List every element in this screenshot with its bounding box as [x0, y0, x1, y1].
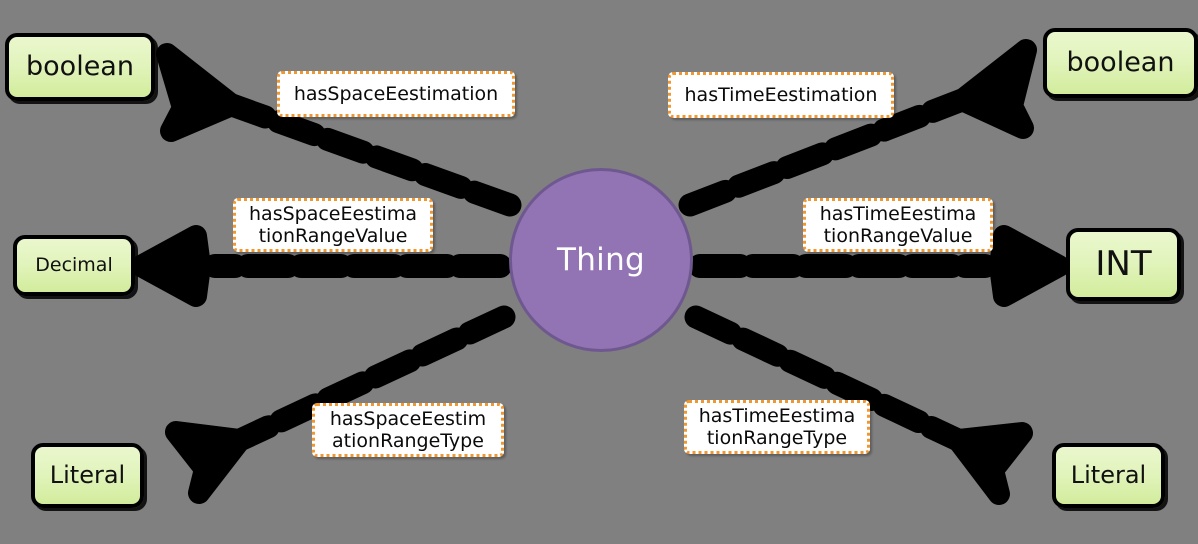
class-node-thing[interactable]: Thing — [509, 168, 693, 352]
edge-line-has-time-eestimation-range-value — [688, 225, 1070, 307]
edge-label-text: hasTimeEestima tionRangeType — [698, 404, 856, 449]
edge-label-text: hasSpaceEestim ationRangeType — [329, 407, 487, 452]
datatype-node-label: Literal — [49, 460, 126, 489]
datatype-node-int-mid-right[interactable]: INT — [1066, 228, 1181, 301]
edge-line-has-space-eestimation-range-value — [130, 225, 512, 307]
edge-line-has-space-eestimation-range-type — [165, 305, 516, 504]
datatype-node-label: INT — [1095, 243, 1152, 284]
datatype-node-label: Decimal — [35, 253, 113, 276]
edge-label-has-time-eestimation-range-value[interactable]: hasTimeEestima tionRangeValue — [803, 198, 993, 252]
edge-line-has-time-eestimation — [678, 39, 1037, 217]
edge-label-text: hasSpaceEestimation — [293, 82, 499, 105]
edge-label-has-space-eestimation[interactable]: hasSpaceEestimation — [277, 71, 515, 117]
datatype-node-label: boolean — [1066, 46, 1175, 78]
datatype-node-boolean-top-right[interactable]: boolean — [1043, 28, 1198, 98]
edge-label-has-space-eestimation-range-value[interactable]: hasSpaceEestima tionRangeValue — [233, 198, 433, 252]
edge-label-text: hasTimeEestimation — [684, 83, 878, 106]
datatype-node-decimal-mid-left[interactable]: Decimal — [13, 235, 135, 296]
datatype-node-literal-bottom-right[interactable]: Literal — [1052, 443, 1165, 508]
edge-label-text: hasSpaceEestima tionRangeValue — [249, 202, 417, 247]
datatype-node-boolean-top-left[interactable]: boolean — [5, 33, 155, 101]
datatype-node-literal-bottom-left[interactable]: Literal — [31, 443, 144, 508]
edge-label-has-space-eestimation-range-type[interactable]: hasSpaceEestim ationRangeType — [312, 403, 504, 457]
edge-line-has-time-eestimation-range-type — [684, 305, 1033, 505]
edge-label-has-time-eestimation-range-type[interactable]: hasTimeEestima tionRangeType — [684, 400, 870, 454]
datatype-node-label: Literal — [1070, 460, 1147, 489]
edge-line-has-space-eestimation — [156, 43, 522, 217]
edge-label-has-time-eestimation[interactable]: hasTimeEestimation — [668, 72, 894, 118]
datatype-node-label: boolean — [26, 50, 134, 82]
edge-label-text: hasTimeEestima tionRangeValue — [819, 202, 977, 247]
class-node-thing-label: Thing — [556, 242, 646, 278]
